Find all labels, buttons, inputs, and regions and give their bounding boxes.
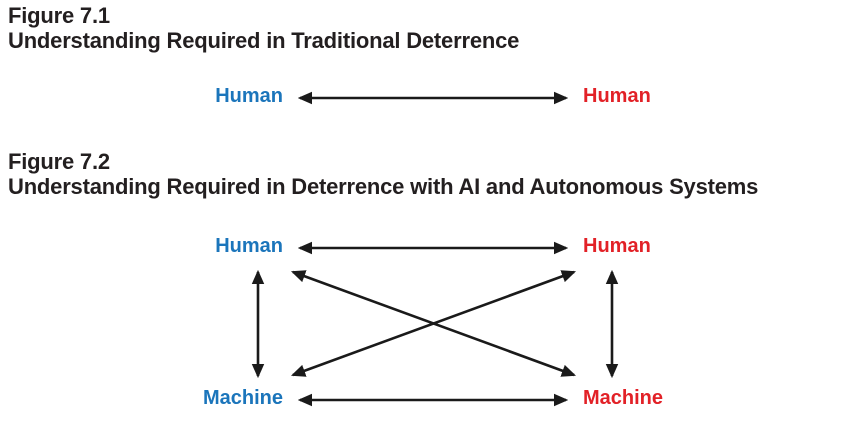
fig1-node-human-left: Human xyxy=(215,85,283,107)
figure-7-2-label: Figure 7.2 xyxy=(8,149,110,174)
fig2-node-human-left: Human xyxy=(215,235,283,257)
fig1-node-human-right: Human xyxy=(583,85,651,107)
figure-7-2-title: Understanding Required in Deterrence wit… xyxy=(8,174,759,199)
fig2-edge-machine-left-human-right-arrow xyxy=(290,270,577,377)
fig2-node-machine-left: Machine xyxy=(202,387,283,409)
figure-7-1-heading: Figure 7.1 Understanding Required in Tra… xyxy=(8,3,519,53)
fig2-node-human-right: Human xyxy=(583,235,651,257)
fig2-node-machine-right: Machine xyxy=(583,387,664,409)
fig2-edge-human-left-machine-right-arrow xyxy=(290,270,577,377)
figure-7-1-title: Understanding Required in Traditional De… xyxy=(8,28,520,53)
figure-7-1-label: Figure 7.1 xyxy=(8,3,110,28)
figure-7-2-heading: Figure 7.2 Understanding Required in Det… xyxy=(8,149,758,199)
